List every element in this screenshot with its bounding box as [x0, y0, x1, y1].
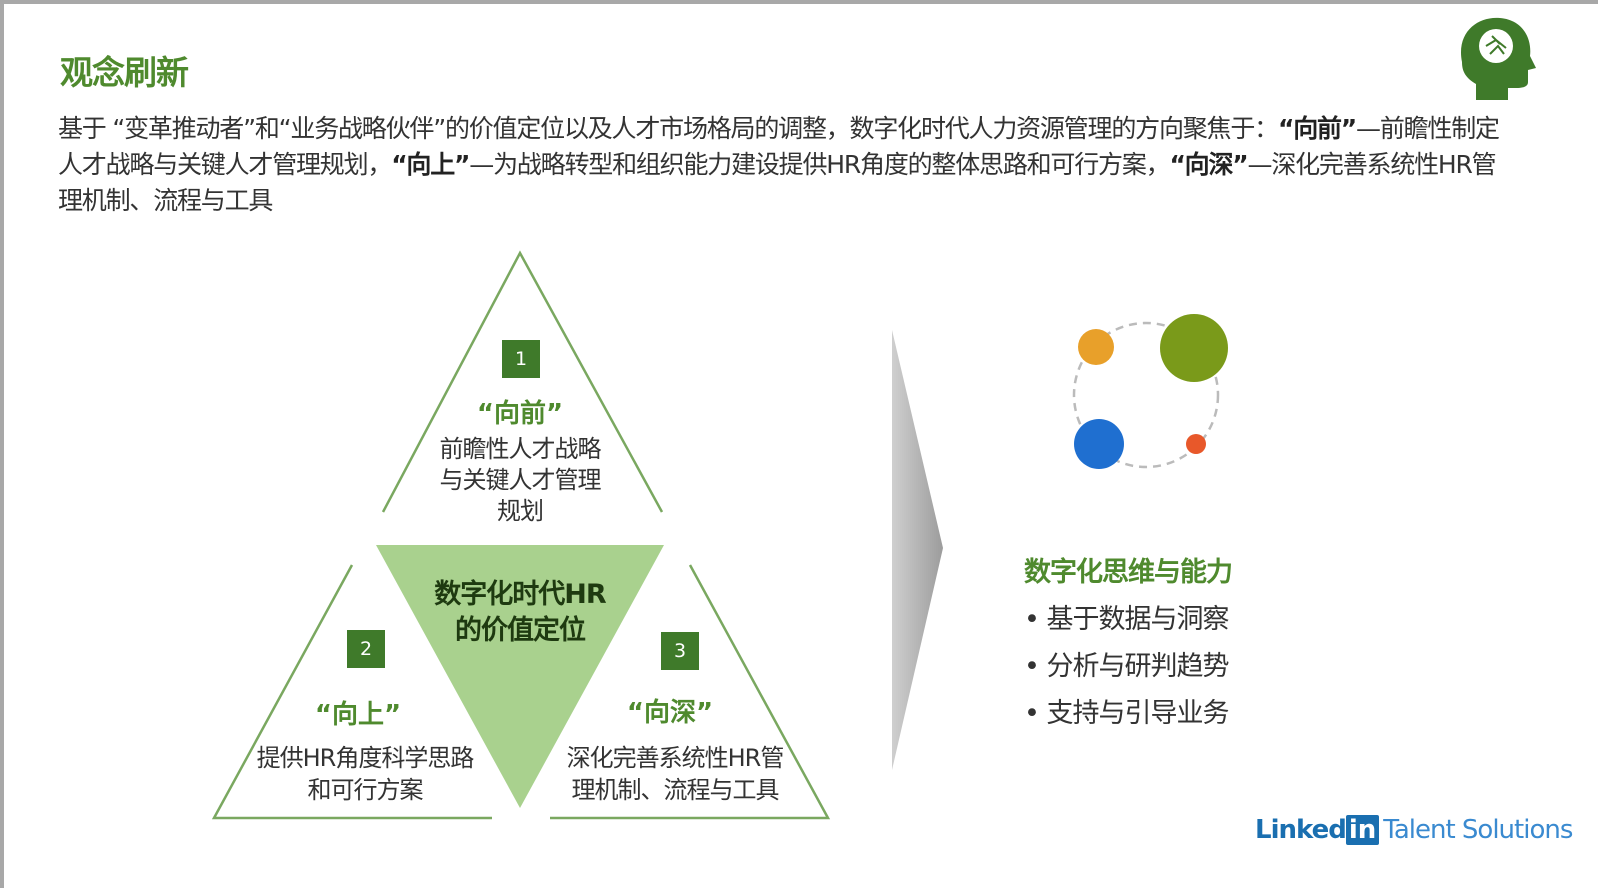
keyword-upward: “向上”	[391, 150, 470, 179]
logo-talent-solutions: Talent Solutions	[1383, 815, 1573, 845]
capability-list: • 基于数据与洞察 • 分析与研判趋势 • 支持与引导业务	[1024, 596, 1230, 737]
center-label: 数字化时代HR 的价值定位	[400, 577, 640, 649]
list-item: • 基于数据与洞察	[1024, 604, 1230, 635]
top-triangle	[381, 250, 664, 513]
intro-text: 基于 “变革推动者”和“业务战略伙伴”的价值定位以及人才市场格局的调整，数字化时…	[58, 114, 1279, 143]
upward-description: 提供HR角度科学思路 和可行方案	[225, 742, 505, 806]
center-triangle	[376, 545, 664, 808]
list-item-text: 支持与引导业务	[1046, 698, 1230, 729]
desc-line: 深化完善系统性HR管	[566, 744, 785, 772]
badge-3: 3	[661, 632, 699, 670]
list-item-text: 分析与研判趋势	[1046, 651, 1230, 682]
list-item: • 支持与引导业务	[1024, 698, 1230, 729]
dots-cycle-icon	[1072, 314, 1228, 469]
center-line: 的价值定位	[455, 615, 586, 646]
list-item-text: 基于数据与洞察	[1046, 604, 1230, 635]
right-triangle	[550, 564, 831, 820]
desc-line: 规划	[497, 497, 544, 525]
list-item: • 分析与研判趋势	[1024, 651, 1230, 682]
desc-line: 前瞻性人才战略	[439, 435, 602, 463]
logo-linked: Linked	[1255, 815, 1347, 845]
logo-in: in	[1345, 815, 1380, 845]
capability-title: 数字化思维与能力	[1024, 557, 1233, 588]
brain-head-icon	[1460, 17, 1536, 100]
forward-description: 前瞻性人才战略 与关键人才管理 规划	[400, 434, 640, 527]
desc-line: 提供HR角度科学思路	[256, 744, 475, 772]
center-line: 数字化时代HR	[434, 579, 606, 610]
intro-text: —前瞻性制定人才战略与关键人才管理规划，	[58, 114, 1500, 179]
keyword-deeper: “向深”	[1169, 150, 1248, 179]
badge-2: 2	[347, 630, 385, 668]
slide-title: 观念刷新	[60, 53, 189, 92]
deeper-description: 深化完善系统性HR管 理机制、流程与工具	[535, 742, 815, 806]
arrow-chevron-icon	[892, 330, 943, 770]
left-triangle	[211, 564, 492, 820]
slide: 观念刷新 基于 “变革推动者”和“业务战略伙伴”的价值定位以及人才市场格局的调整…	[4, 4, 1598, 888]
desc-line: 和可行方案	[307, 776, 424, 804]
forward-heading: “向前”	[476, 399, 564, 429]
intro-text: —深化完善系统性HR管理机制、流程与工具	[58, 150, 1497, 215]
upward-heading: “向上”	[314, 700, 402, 730]
badge-1: 1	[502, 340, 540, 378]
desc-line: 与关键人才管理	[439, 466, 602, 494]
deeper-heading: “向深”	[626, 698, 714, 728]
desc-line: 理机制、流程与工具	[571, 776, 780, 804]
intro-text: —为战略转型和组织能力建设提供HR角度的整体思路和可行方案，	[469, 150, 1170, 179]
keyword-forward: “向前”	[1277, 114, 1357, 143]
intro-paragraph: 基于 “变革推动者”和“业务战略伙伴”的价值定位以及人才市场格局的调整，数字化时…	[58, 111, 1518, 219]
